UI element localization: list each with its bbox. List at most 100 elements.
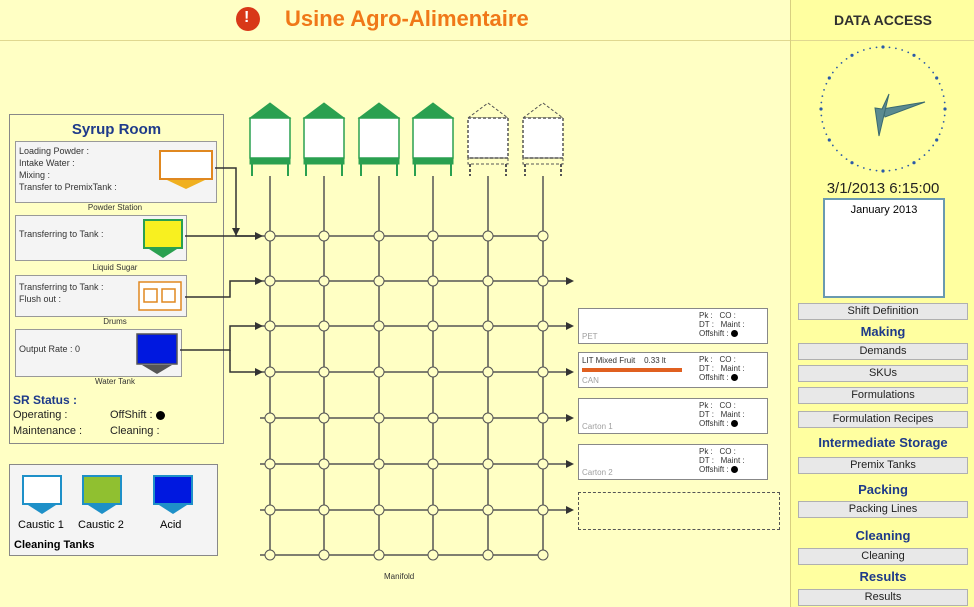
valve-icon [482,320,494,332]
clock-tick [821,120,824,123]
formulation-recipes-button[interactable]: Formulation Recipes [798,411,968,428]
valve-icon [318,504,330,516]
clock-tick [827,76,831,80]
offshift-indicator-icon [155,410,165,420]
clock-tick [923,154,926,156]
premix-tank-icon[interactable] [302,102,346,176]
clock-tick [850,161,854,165]
packing-line-progress-bar [582,368,682,372]
shift-definition-button[interactable]: Shift Definition [798,303,968,320]
packing-line-can[interactable]: LIT Mixed Fruit 0.33 lt CAN Pk : CO : DT… [578,352,768,388]
valve-icon [264,320,276,332]
powder-station[interactable]: Loading Powder : Intake Water : Mixing :… [15,141,217,203]
packing-line-name: Carton 1 [582,422,613,431]
water-tank[interactable]: Output Rate : 0 [15,329,182,377]
clock-tick [836,149,838,152]
premix-tank-icon[interactable] [411,102,455,176]
divider [791,40,974,41]
packing-line-carton1[interactable]: Carton 1 Pk : CO : DT : Maint : Offshift… [578,398,768,434]
valve-icon [318,275,330,287]
arrow-icon [566,368,574,376]
packing-line-status: Pk : CO : DT : Maint : Offshift : [699,447,745,474]
clock-tick [821,95,824,98]
calendar[interactable]: January 2013 [823,198,945,298]
valve-icon [482,549,494,561]
offshift-indicator-icon [730,420,738,428]
clock-tick [932,71,935,74]
arrow-icon [566,322,574,330]
powder-line-transfer: Transfer to PremixTank : [19,182,117,192]
premix-tank-icon[interactable] [357,102,401,176]
arrow-icon [255,232,263,240]
data-access-title: DATA ACCESS [834,12,932,28]
clock-tick [928,66,930,69]
valve-icon [537,230,549,242]
arrow-icon [566,506,574,514]
arrow-icon [255,277,263,285]
liquid-sugar-line: Transferring to Tank : [19,229,104,239]
offshift-indicator-icon [730,466,738,474]
caustic1-label: Caustic 1 [18,519,64,531]
packing-line-carton2[interactable]: Carton 2 Pk : CO : DT : Maint : Offshift… [578,444,768,480]
premix-tank-empty-icon[interactable] [466,102,510,176]
skus-button[interactable]: SKUs [798,365,968,382]
clock-tick [901,49,904,51]
premix-tanks-button[interactable]: Premix Tanks [798,457,968,474]
water-tank-icon [136,333,178,374]
powder-hopper-icon [159,150,213,189]
packing-line-pet[interactable]: PET Pk : CO : DT : Maint : Offshift : [578,308,768,344]
results-button[interactable]: Results [798,589,968,606]
clock-tick [881,45,885,49]
pipe-powder [215,167,255,237]
valve-icon [482,275,494,287]
clock-tick [820,114,823,117]
premix-tank-empty-icon[interactable] [521,102,565,176]
cleaning-button[interactable]: Cleaning [798,548,968,565]
caustic2-tank-icon[interactable] [82,475,122,515]
clock-tick [875,46,878,49]
arrow-icon [566,460,574,468]
formulations-button[interactable]: Formulations [798,387,968,404]
title-bar: ! Usine Agro-Alimentaire [0,0,790,41]
caustic1-tank-icon[interactable] [22,475,62,515]
valve-icon [264,458,276,470]
liquid-sugar[interactable]: Transferring to Tank : [15,215,187,261]
clock-icon [819,45,947,173]
clock-tick [943,107,947,111]
clock-tick [932,144,935,147]
drums[interactable]: Transferring to Tank : Flush out : [15,275,187,317]
valve-icon [427,320,439,332]
valve-icon [427,412,439,424]
valve-icon [373,366,385,378]
page-title: Usine Agro-Alimentaire [285,6,529,31]
powder-line-intake: Intake Water : [19,158,75,168]
clock-tick [823,88,825,91]
valve-icon [373,230,385,242]
valve-icon [264,366,276,378]
packing-line-name: PET [582,332,598,341]
acid-tank-icon[interactable] [153,475,193,515]
clock-tick [935,76,939,80]
premix-tank-icon[interactable] [248,102,292,176]
clock-tick [943,114,946,117]
valve-icon [318,549,330,561]
packing-line-product: LIT Mixed Fruit 0.33 lt [582,356,666,365]
sr-cleaning: Cleaning : [110,425,160,437]
valve-icon [373,549,385,561]
valve-icon [264,230,276,242]
manifold-diagram [180,102,574,561]
packing-section-title: Packing [858,482,908,497]
clock-tick [888,46,891,49]
making-section-title: Making [860,324,906,339]
arrow-icon [255,368,263,376]
clock-tick [912,53,916,57]
drums-line-transfer: Transferring to Tank : [19,282,104,292]
packing-lines-button[interactable]: Packing Lines [798,501,968,518]
demands-button[interactable]: Demands [798,343,968,360]
sr-status-title: SR Status : [13,393,78,407]
clock-tick [869,168,872,171]
valve-icon [482,504,494,516]
water-tank-caption: Water Tank [94,377,135,386]
results-section-title: Results [859,569,907,584]
valve-icon [373,320,385,332]
